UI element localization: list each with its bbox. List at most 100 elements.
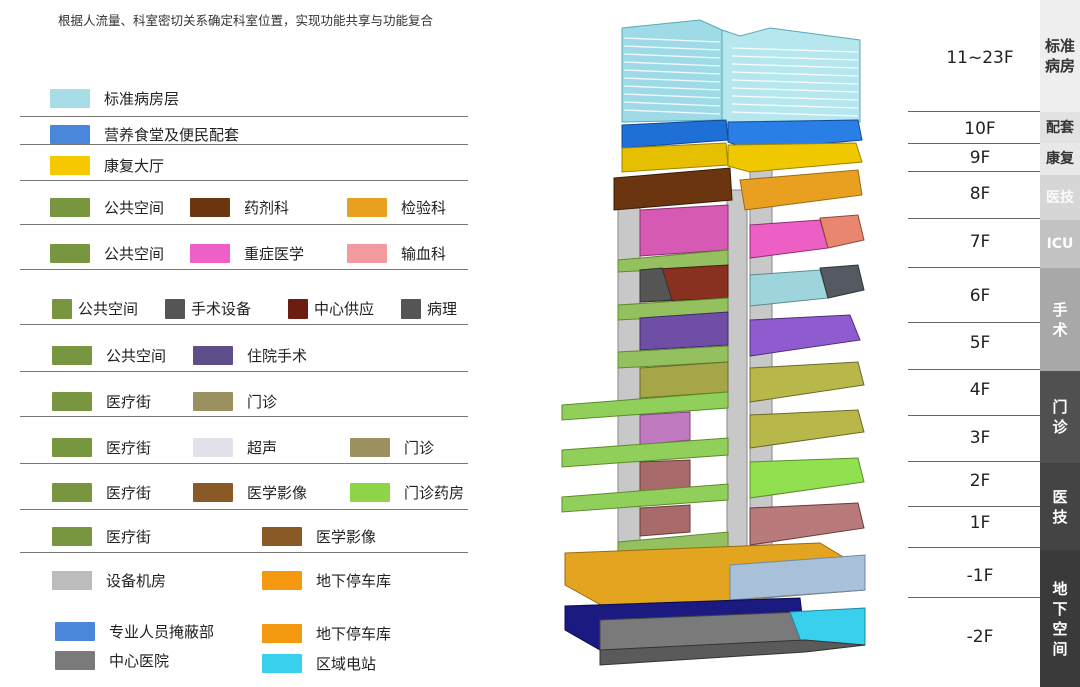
- legend-label: 区域电站: [316, 655, 377, 673]
- legend-label: 地下停车库: [316, 572, 392, 590]
- swatch: [52, 298, 72, 319]
- legend-label: 公共空间: [106, 347, 167, 365]
- floor-divider: [908, 111, 1040, 112]
- zone-label: 门诊: [1052, 398, 1068, 436]
- swatch: [50, 198, 90, 217]
- swatch: [50, 156, 90, 175]
- legend-label: 中心供应: [314, 300, 375, 318]
- zone-support: 配套: [1040, 112, 1080, 143]
- swatch: [52, 483, 92, 502]
- floor-divider: [908, 547, 1040, 548]
- swatch: [55, 651, 95, 670]
- swatch: [262, 654, 302, 673]
- legend-item: 地下停车库: [262, 570, 391, 591]
- floor-label: 5F: [969, 333, 991, 353]
- legend-label: 专业人员掩蔽部: [109, 623, 215, 641]
- legend-label: 门诊: [404, 439, 435, 457]
- zone-med-tech-upper: 医技: [1040, 175, 1080, 220]
- legend-label: 地下停车库: [316, 625, 392, 643]
- legend-item: 公共空间: [52, 298, 138, 319]
- legend-item: 公共空间: [50, 197, 164, 218]
- zone-label: 标准病房: [1044, 37, 1075, 75]
- legend-label: 医疗街: [106, 528, 152, 546]
- floor-label: 9F: [969, 148, 991, 168]
- swatch: [193, 346, 233, 365]
- legend-item: 中心医院: [55, 650, 169, 671]
- floor-divider: [908, 218, 1040, 219]
- legend-item: 设备机房: [52, 570, 166, 591]
- legend-item: 营养食堂及便民配套: [50, 124, 239, 145]
- floor-divider: [908, 322, 1040, 323]
- swatch: [50, 89, 90, 108]
- swatch: [288, 298, 308, 319]
- swatch: [347, 198, 387, 217]
- legend-label: 住院手术: [247, 347, 308, 365]
- zone-label: ICU: [1046, 236, 1074, 252]
- legend-label: 病理: [427, 300, 458, 318]
- divider: [20, 179, 468, 181]
- zone-rehab: 康复: [1040, 143, 1080, 175]
- legend-item: 区域电站: [262, 653, 376, 674]
- divider: [20, 223, 468, 225]
- swatch: [52, 438, 92, 457]
- legend-item: 手术设备: [165, 298, 251, 319]
- swatch: [193, 438, 233, 457]
- swatch: [350, 483, 390, 502]
- legend-item: 输血科: [347, 243, 446, 264]
- floor-divider: [908, 415, 1040, 416]
- legend-item: 药剂科: [190, 197, 289, 218]
- zone-label: 地下空间: [1052, 579, 1068, 658]
- swatch: [50, 125, 90, 144]
- divider: [20, 551, 468, 553]
- floor-label: -2F: [966, 627, 994, 647]
- swatch: [50, 244, 90, 263]
- swatch: [52, 346, 92, 365]
- legend-item: 地下停车库: [262, 623, 391, 644]
- floor-label: 4F: [969, 380, 991, 400]
- swatch: [262, 571, 302, 590]
- legend-item: 超声: [193, 437, 277, 458]
- legend-item: 病理: [401, 298, 457, 319]
- floor-divider: [908, 461, 1040, 462]
- swatch: [347, 244, 387, 263]
- divider: [20, 508, 468, 510]
- floor-divider: [908, 369, 1040, 370]
- floor-label: 2F: [969, 471, 991, 491]
- zone-label: 医技: [1046, 189, 1074, 206]
- zone-label: 康复: [1046, 151, 1074, 167]
- legend-label: 医疗街: [106, 393, 152, 411]
- legend-label: 公共空间: [104, 245, 165, 263]
- divider: [20, 415, 468, 417]
- floor-divider: [908, 597, 1040, 598]
- legend-label: 医疗街: [106, 439, 152, 457]
- legend-item: 医疗街: [52, 391, 151, 412]
- legend-item: 公共空间: [52, 345, 166, 366]
- floor-label: -1F: [966, 566, 994, 586]
- swatch: [55, 622, 95, 641]
- swatch: [401, 298, 421, 319]
- legend-item: 医疗街: [52, 482, 151, 503]
- floor-label: 11~23F: [946, 48, 1014, 68]
- legend-item: 住院手术: [193, 345, 307, 366]
- floor-label: 6F: [969, 286, 991, 306]
- legend-item: 重症医学: [190, 243, 304, 264]
- ward-tower: [621, 19, 861, 129]
- legend-label: 营养食堂及便民配套: [104, 126, 240, 144]
- legend-label: 设备机房: [106, 572, 167, 590]
- legend-label: 门诊: [247, 393, 278, 411]
- floor-divider: [908, 143, 1040, 144]
- legend-label: 公共空间: [78, 300, 139, 318]
- zone-icu: ICU: [1040, 220, 1080, 268]
- building-section-diagram: [561, 19, 866, 666]
- legend-label: 医学影像: [316, 528, 377, 546]
- swatch: [52, 571, 92, 590]
- floor-label: 8F: [969, 184, 991, 204]
- divider: [20, 115, 468, 117]
- floor-label: 3F: [969, 428, 991, 448]
- floor-label: 7F: [969, 232, 991, 252]
- zone-outpatient: 门诊: [1040, 371, 1080, 463]
- legend-item: 专业人员掩蔽部: [55, 621, 214, 642]
- swatch: [262, 527, 302, 546]
- legend-label: 中心医院: [109, 652, 170, 670]
- swatch: [193, 483, 233, 502]
